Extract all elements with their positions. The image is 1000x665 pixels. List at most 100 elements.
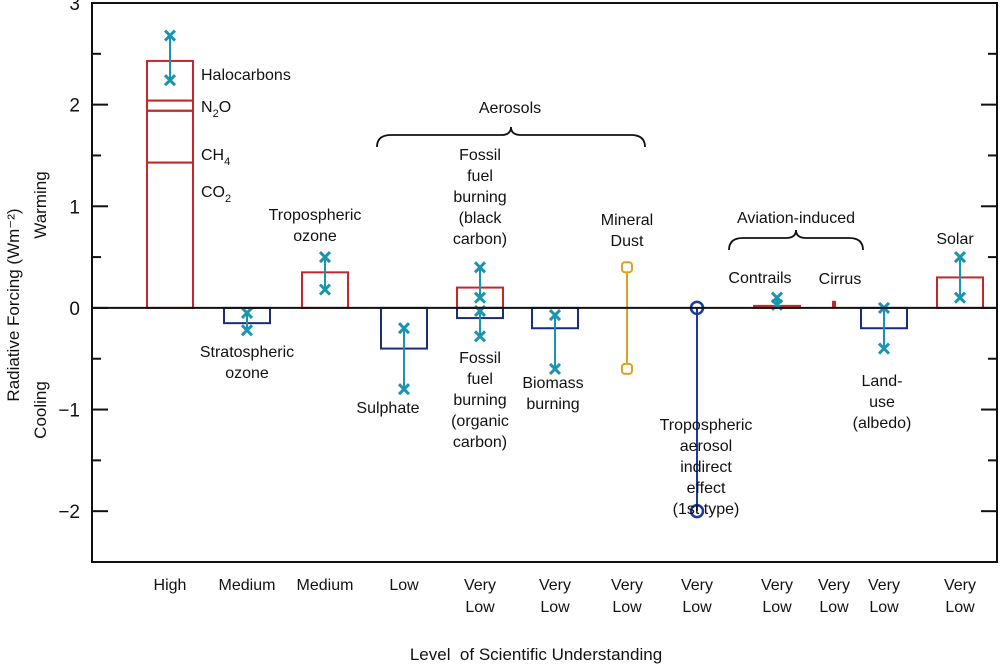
series-label: carbon) [453,231,507,248]
group-brace [376,126,646,148]
series-label: effect [687,480,726,497]
series-label: burning [453,392,506,409]
series-label: Stratospheric [200,344,294,361]
y-tick-label: 1 [69,197,80,218]
y-tick-label: −2 [58,502,80,523]
error-cap-x-mark [163,29,177,42]
series-label: aerosol [680,438,732,455]
segment-label-n2o: N2O [201,99,231,120]
series-label: carbon) [453,434,507,451]
series-label: burning [453,189,506,206]
annotation-aviation-induced: Aviation-induced [737,210,855,227]
error-cap-x-mark [240,306,254,320]
x-tick-label: Very [761,577,793,594]
series-label: (1st type) [673,501,740,518]
y-tick-label: 2 [69,96,80,117]
error-cap-x-mark [770,291,784,304]
x-tick-label: Low [465,599,495,616]
group-brace [728,229,864,251]
segment-label-halocarbons: Halocarbons [201,67,291,84]
series-label: Solar [936,231,974,248]
x-tick-label: Medium [219,577,276,594]
y-tick-label: 0 [69,299,80,320]
error-cap-x-mark [953,291,967,304]
series-label: Tropospheric [660,417,753,434]
x-tick-label: Very [944,577,976,594]
error-cap-x-mark [240,324,254,337]
error-cap-x-mark [473,291,487,304]
x-tick-label: Very [464,577,496,594]
series-label: Cirrus [819,271,862,288]
x-tick-label: Medium [297,577,354,594]
series-label: use [869,394,895,411]
bar-cirrus-marker [832,300,836,308]
range-end-marker [621,261,633,274]
x-axis-title: Level of Scientific Understanding [410,645,662,664]
error-cap-x-mark [877,342,891,355]
axes-layer: −2 −1 0 1 2 3 [58,0,998,563]
series-label: (black [459,210,503,227]
range-end-marker [621,362,633,375]
series-label: Fossil [459,147,501,164]
error-cap-x-mark [163,74,177,87]
series-label: Sulphate [356,400,419,417]
x-tick-label: Low [819,599,849,616]
error-cap-x-mark [473,261,487,274]
series-label: Fossil [459,350,501,367]
subscript: 2 [225,193,231,205]
segment-label-ch4: CH4 [201,147,230,168]
x-tick-label: Low [945,599,975,616]
range-end-marker [689,503,705,519]
bar-segment-co2 [146,161,194,309]
error-cap-x-mark [548,308,562,322]
x-tick-label: Very [611,577,643,594]
series-label: Contrails [728,270,791,287]
series-label: (albedo) [853,415,912,432]
x-tick-label: Low [612,599,642,616]
y-axis-cooling-label: Cooling [31,381,50,439]
series-label: burning [526,396,579,413]
series-label: (organic [451,413,509,430]
subscript: 4 [224,156,230,168]
plot-frame [91,2,998,563]
annotation-aerosols: Aerosols [479,100,541,117]
series-label: Mineral [601,212,653,229]
series-label: Tropospheric [269,207,362,224]
series-label: ozone [293,228,337,245]
y-axis-warming-label: Warming [31,171,50,238]
x-tick-label: Low [540,599,570,616]
error-cap-x-mark [397,383,411,396]
series-label: Land- [862,373,903,390]
error-cap-x-mark [548,362,562,375]
x-tick-label: Very [681,577,713,594]
x-tick-label: Low [869,599,899,616]
error-cap-x-mark [953,251,967,264]
error-cap-x-mark [473,330,487,343]
y-axis-title: Radiative Forcing (Wm⁻²) [4,208,23,401]
series-label: fuel [467,168,493,185]
series-label: fuel [467,371,493,388]
series-label: ozone [225,365,269,382]
bar-segment-n2o [146,99,194,112]
x-tick-label: Low [682,599,712,616]
x-tick-label: Low [389,577,419,594]
x-tick-label: Low [762,599,792,616]
series-label: Biomass [522,375,583,392]
y-tick-label: 3 [69,0,80,15]
series-label: indirect [680,459,732,476]
segment-label-co2: CO2 [201,184,231,205]
subscript: 2 [213,108,219,120]
x-tick-label: High [154,577,187,594]
series-label: Dust [611,233,644,250]
y-tick-label: −1 [58,401,80,422]
error-cap-x-mark [397,322,411,335]
error-cap-x-mark [318,251,332,264]
error-cap-x-mark [318,283,332,296]
bar-segment-ch4 [146,109,194,164]
x-tick-label: Very [818,577,850,594]
x-tick-label: Very [539,577,571,594]
x-tick-label: Very [868,577,900,594]
suffix: O [219,99,231,116]
